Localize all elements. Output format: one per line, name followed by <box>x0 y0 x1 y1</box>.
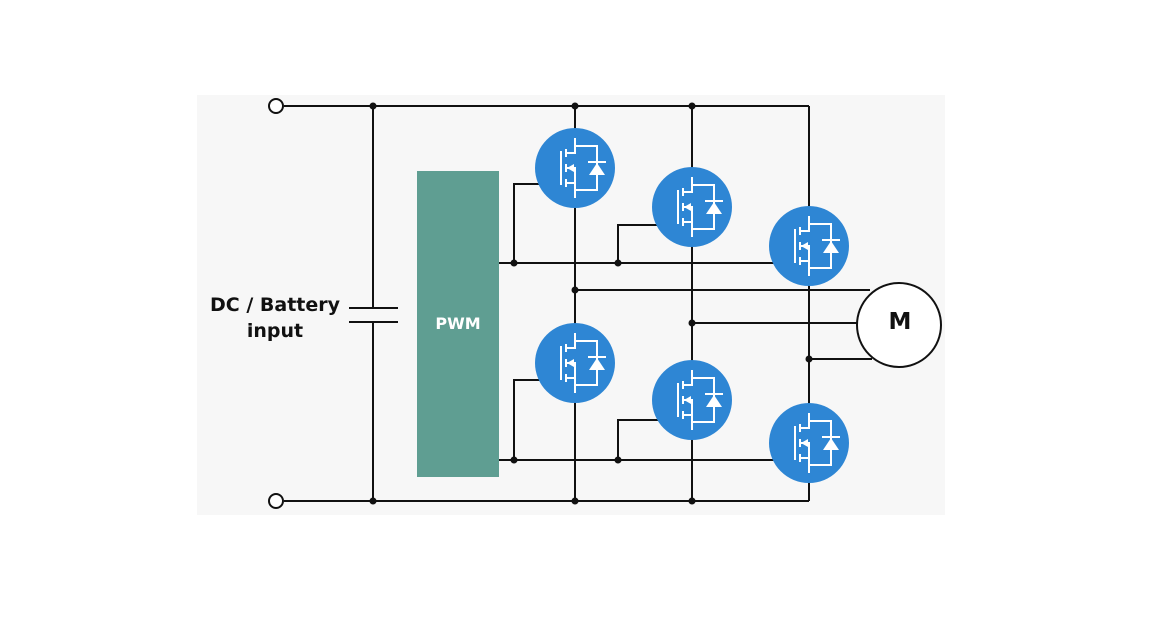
transistor-high-side-3 <box>769 206 849 286</box>
positive-terminal <box>268 98 284 114</box>
input-label-line1: DC / Battery <box>210 294 340 316</box>
transistor-low-side-1 <box>535 323 615 403</box>
transistor-bridge <box>535 128 849 483</box>
negative-terminal <box>268 493 284 509</box>
motor-symbol <box>856 282 942 368</box>
junction-dots <box>369 102 813 505</box>
pwm-block <box>417 171 499 477</box>
transistor-low-side-3 <box>769 403 849 483</box>
input-label-line2: input <box>246 320 304 342</box>
transistor-high-side-1 <box>535 128 615 208</box>
motor-label: M <box>888 309 912 335</box>
input-label: DC / Battery input <box>200 292 350 344</box>
input-terminals <box>268 98 284 509</box>
pwm-label: PWM <box>435 314 481 333</box>
transistor-low-side-2 <box>652 360 732 440</box>
transistor-high-side-2 <box>652 167 732 247</box>
